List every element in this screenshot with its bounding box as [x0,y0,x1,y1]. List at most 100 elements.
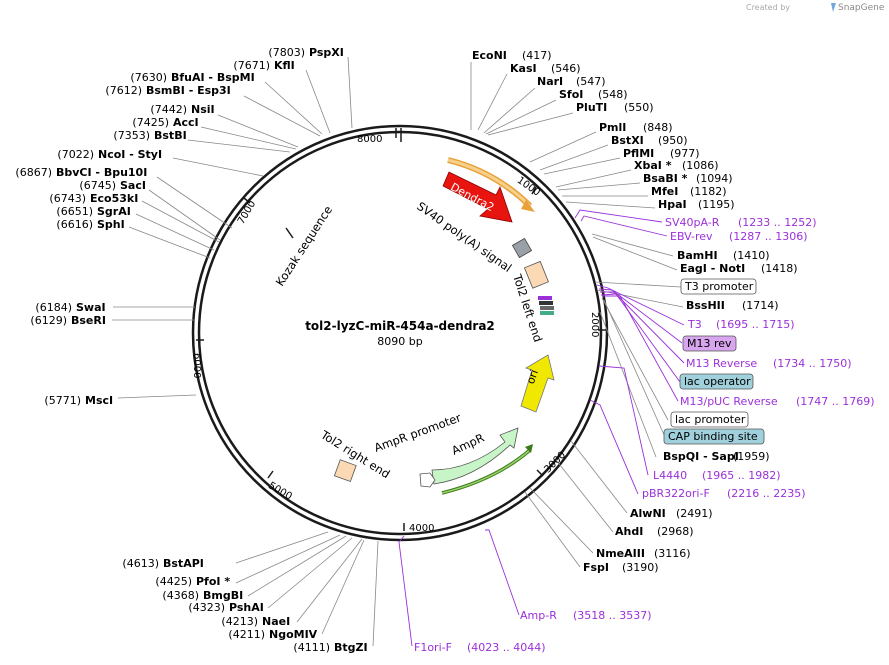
label-EcoNI[interactable]: EcoNI [472,49,507,62]
label-AmpR-primer[interactable]: Amp-R [520,609,557,622]
label-T3[interactable]: T3 [687,318,702,331]
ampr-promoter-arrow[interactable] [419,472,436,488]
label-KasI[interactable]: KasI [510,62,537,75]
leader-BstAPI [235,531,329,564]
label-NcoI[interactable]: NcoI - StyI [98,148,162,161]
label-PmlI[interactable]: PmlI [599,121,626,134]
leader-SfoI [485,99,557,135]
site-labels-left: (7803) PspXI (7671) KflI (7630) BfuAI - … [15,46,367,654]
label-F1ori[interactable]: F1ori-F [414,641,452,654]
pos-pBR322: (2216 .. 2235) [727,487,806,500]
label-SgrAI[interactable]: SgrAI [97,205,131,218]
pos-T3: (1695 .. 1715) [716,318,795,331]
label-BmgBI[interactable]: BmgBI [203,589,243,602]
pos-AmpR-primer: (3518 .. 3537) [573,609,652,622]
label-AlwNI[interactable]: AlwNI [630,507,666,520]
leader-NgoMIV [321,539,365,635]
label-SphI[interactable]: SphI [97,218,125,231]
label-L4440[interactable]: L4440 [653,469,687,482]
label-M13pUCrev[interactable]: M13/pUC Reverse [680,395,778,408]
label-BssHII[interactable]: BssHII [686,299,725,312]
small-feature-blocks [538,296,554,315]
leader-PluTI [487,112,574,136]
pos-KflI: (7671) [233,59,270,72]
block-cap [540,311,554,315]
label-BspQISapI[interactable]: BspQI - SapI [663,450,739,463]
sv40-polya-signal-box[interactable] [511,237,533,259]
pos-NgoMIV: (4211) [228,628,265,641]
label-PluTI[interactable]: PluTI [576,101,607,114]
ampr-outer-arc-inner [441,449,531,494]
label-NmeAIII[interactable]: NmeAIII [596,547,645,560]
label-lacop[interactable]: lac operator [684,375,751,388]
label-AccI[interactable]: AccI [173,116,199,129]
label-EBVrev[interactable]: EBV-rev [670,230,713,243]
ori-arrow[interactable] [520,354,555,413]
label-FspI[interactable]: FspI [583,561,609,574]
label-PspXI[interactable]: PspXI [309,46,344,59]
label-PshAI[interactable]: PshAI [229,601,264,614]
leader-PmlI [529,131,597,163]
label-BbvCI[interactable]: BbvCI - Bpu10I [56,166,147,179]
ampr-outer-arrowhead [525,444,533,453]
label-XbaI[interactable]: XbaI * [634,159,672,172]
label-pBR322[interactable]: pBR322ori-F [642,487,710,500]
leader-M13rev [598,288,683,344]
leader-FspI [524,491,581,568]
leader-EBVrev [580,215,668,237]
tick-3000 [536,469,544,477]
label-SwaI[interactable]: SwaI [76,301,106,314]
label-MfeI[interactable]: MfeI [651,185,678,198]
label-M13Reverse[interactable]: M13 Reverse [686,357,757,370]
label-EagINotI[interactable]: EagI - NotI [680,262,745,275]
label-BamHI[interactable]: BamHI [677,249,718,262]
label-PfoI[interactable]: PfoI * [196,575,230,588]
leader-PflMI [543,157,621,175]
dendra2-arrow[interactable] [442,171,513,223]
label-BstBI[interactable]: BstBI [154,129,187,142]
label-PflMI[interactable]: PflMI [623,147,654,160]
label-HpaI[interactable]: HpaI [658,198,687,211]
snapgene-watermark: Created by SnapGene [746,3,885,13]
label-BsaBI[interactable]: BsaBI * [643,172,688,185]
tol2-left-end-box[interactable] [523,260,549,289]
pos-M13Reverse: (1734 .. 1750) [773,357,852,370]
leader-L4440 [598,365,649,476]
tick-label-2000: 2000 [589,312,600,337]
label-AhdI[interactable]: AhdI [615,525,643,538]
label-CAP[interactable]: CAP binding site [668,430,758,443]
label-NgoMIV[interactable]: NgoMIV [269,628,318,641]
label-BsmBI[interactable]: BsmBI - Esp3I [146,84,231,97]
site-labels-right: EcoNI (417) KasI (546) NarI (547) SfoI (… [414,49,875,654]
label-BtgZI[interactable]: BtgZI [334,641,368,654]
label-BstXI[interactable]: BstXI [611,134,644,147]
label-SV40pAR[interactable]: SV40pA-R [665,216,720,229]
pos-PshAI: (4323) [188,601,225,614]
label-NaeI[interactable]: NaeI [262,615,290,628]
label-M13rev[interactable]: M13 rev [687,337,732,350]
label-KflI[interactable]: KflI [274,59,295,72]
pos-BstXI: (950) [658,134,688,147]
label-T3promoter[interactable]: T3 promoter [684,280,754,293]
label-BseRI[interactable]: BseRI [71,314,106,327]
label-lacprom[interactable]: lac promoter [675,413,746,426]
label-BstAPI[interactable]: BstAPI [163,557,204,570]
pos-EagINotI: (1418) [761,262,798,275]
label-NsiI[interactable]: NsiI [191,103,215,116]
pos-PspXI: (7803) [268,46,305,59]
label-SacI[interactable]: SacI [120,179,146,192]
label-SfoI[interactable]: SfoI [559,88,583,101]
label-NarI[interactable]: NarI [537,75,563,88]
leader-PspXI [347,56,353,129]
leader-pBR322 [589,399,639,495]
backbone-outer [191,124,609,542]
leader-BfuAI [264,81,323,135]
leader-BssHII [596,289,684,308]
label-BfuAI[interactable]: BfuAI - BspMI [171,71,255,84]
snapgene-logo-icon [831,3,836,12]
ampr-arrow[interactable] [431,427,519,485]
label-Eco53kI[interactable]: Eco53kI [90,192,138,205]
label-MscI[interactable]: MscI [85,394,113,407]
tol2-right-end-box[interactable] [333,459,357,483]
tick-7000 [243,197,251,204]
